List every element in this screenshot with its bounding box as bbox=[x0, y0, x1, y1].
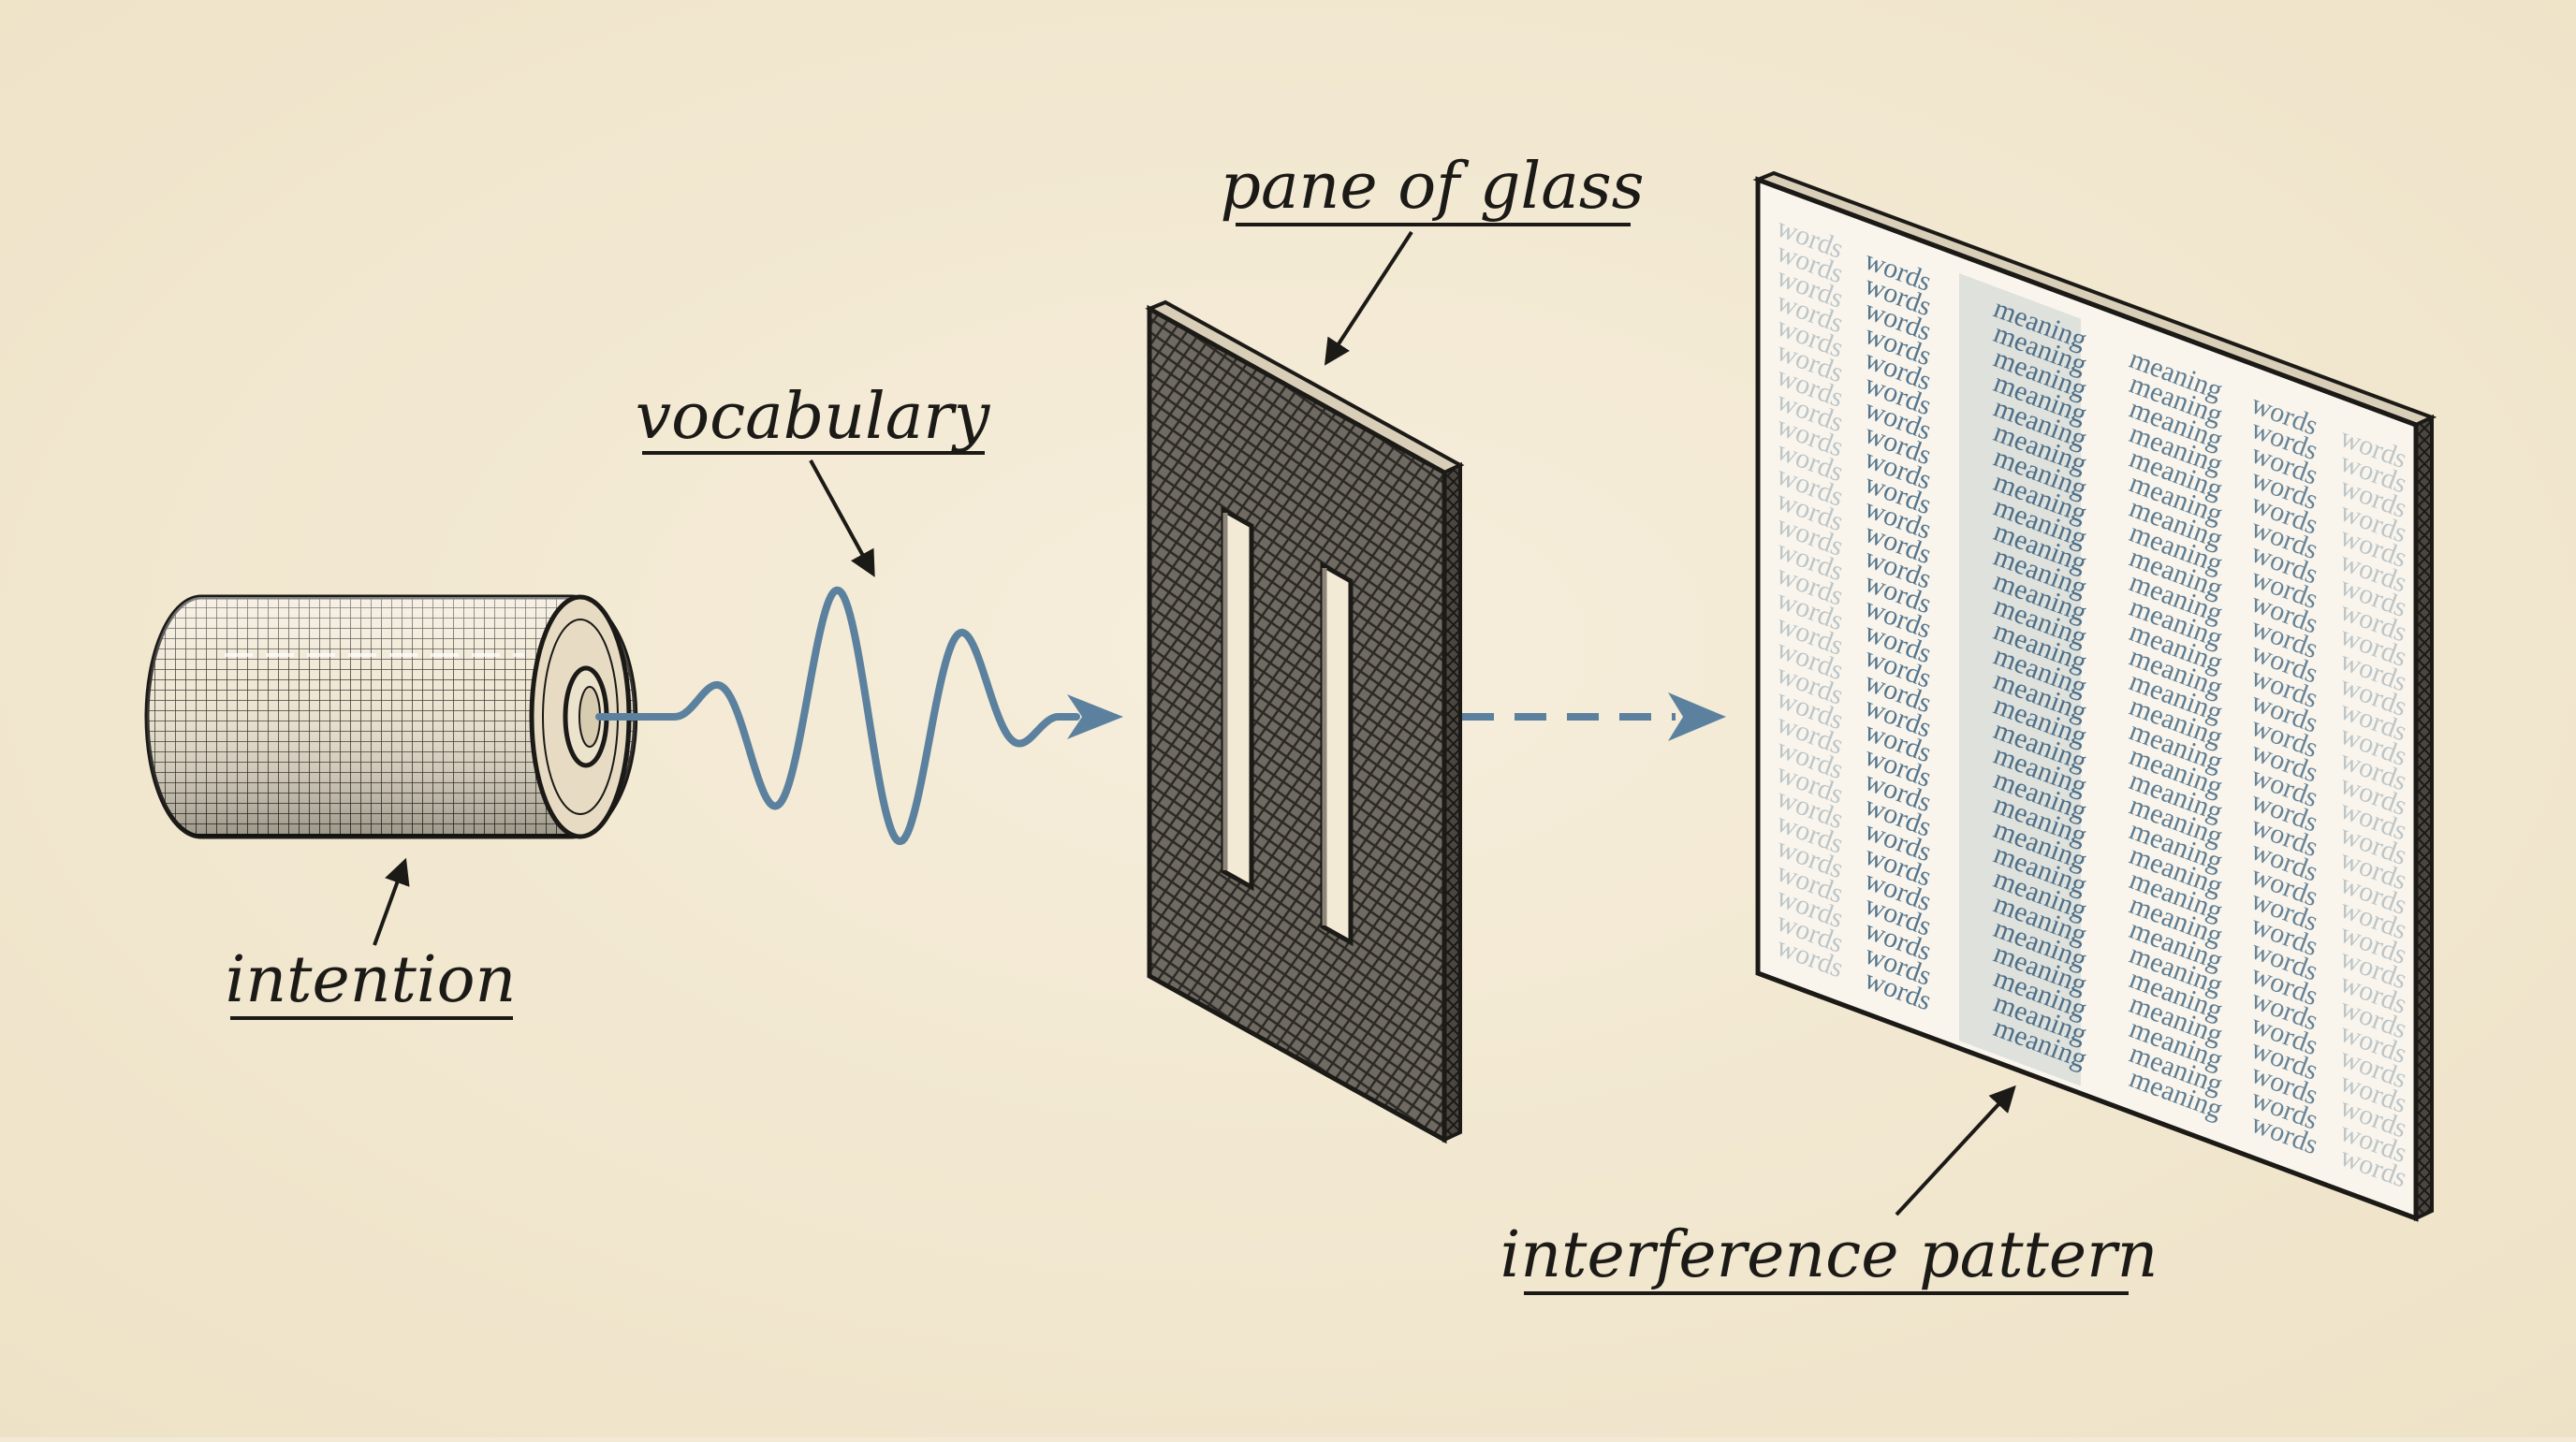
pointer-arrow-pane-of-glass bbox=[1324, 230, 1413, 366]
screen-side-edge bbox=[2414, 414, 2434, 1222]
vocabulary-wave bbox=[595, 586, 1080, 846]
screen-word-pattern: wordswordswordswordswordswordswordswords… bbox=[1773, 211, 2411, 1193]
pane-of-glass bbox=[1145, 299, 1465, 1144]
label-intention: intention bbox=[226, 943, 517, 1017]
label-vocabulary: vocabulary bbox=[636, 380, 991, 454]
label-interference-pattern: interference pattern bbox=[1500, 1218, 2159, 1292]
glass-side-edge bbox=[1442, 461, 1462, 1143]
intention-cylinder bbox=[144, 594, 638, 839]
wave-arrowhead bbox=[1067, 694, 1123, 739]
propagation-arrowhead bbox=[1668, 692, 1726, 741]
pattern-bright-band bbox=[1959, 273, 2081, 1086]
pointer-arrow-intention bbox=[373, 857, 410, 946]
interference-screen: wordswordswordswordswordswordswordswords… bbox=[1752, 170, 2437, 1222]
label-pane-of-glass: pane of glass bbox=[1220, 150, 1644, 224]
pointer-arrow-vocabulary bbox=[809, 459, 875, 577]
pointer-arrow-interference-pattern bbox=[1895, 1085, 2016, 1216]
